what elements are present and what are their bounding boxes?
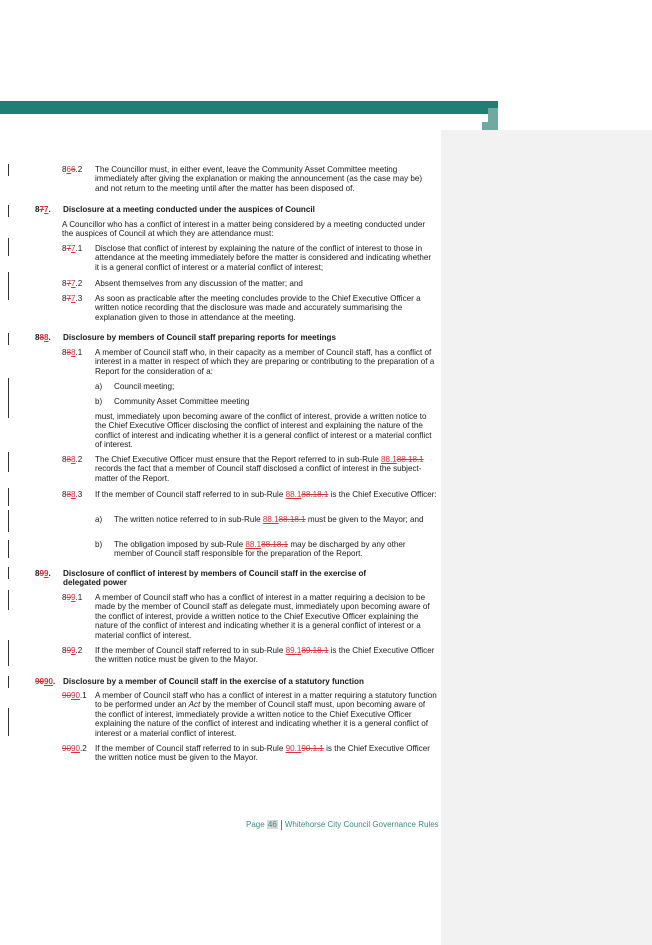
page-footer: Page 46 Whitehorse City Council Governanc… (246, 820, 439, 830)
heading-title: Disclosure by a member of Council staff … (63, 677, 364, 686)
subrule-text: Absent themselves from any discussion of… (95, 279, 303, 288)
header-corner-mark (482, 108, 498, 130)
subrule-text: The Councillor must, in either event, le… (95, 165, 423, 193)
subrule-text: As soon as practicable after the meeting… (95, 294, 421, 322)
change-bars (0, 0, 20, 945)
subrule-888-1-continuation: must, immediately upon becoming aware of… (95, 412, 432, 450)
heading-title: Disclosure by members of Council staff p… (63, 333, 336, 342)
footer-document-title: Whitehorse City Council Governance Rules (284, 820, 439, 830)
heading-title: Disclosure of conflict of interest by me… (63, 569, 367, 588)
document-page: 866.2 The Councillor must, in either eve… (35, 165, 439, 830)
subrule-number: 866.2 (62, 165, 83, 174)
subrule-text: A member of Council staff who, in their … (95, 348, 435, 376)
section-877-intro: A Councillor who has a conflict of inter… (62, 220, 426, 239)
comment-margin-pane (441, 130, 652, 945)
subrule-text: A member of Council staff who has a conf… (95, 593, 430, 640)
header-teal-band (0, 101, 498, 114)
subrule-text: Disclose that conflict of interest by ex… (95, 244, 432, 272)
heading-title: Disclosure at a meeting conducted under … (63, 205, 315, 214)
footer-page-number: 46 (266, 820, 278, 830)
footer-page-label: Page (246, 820, 265, 830)
